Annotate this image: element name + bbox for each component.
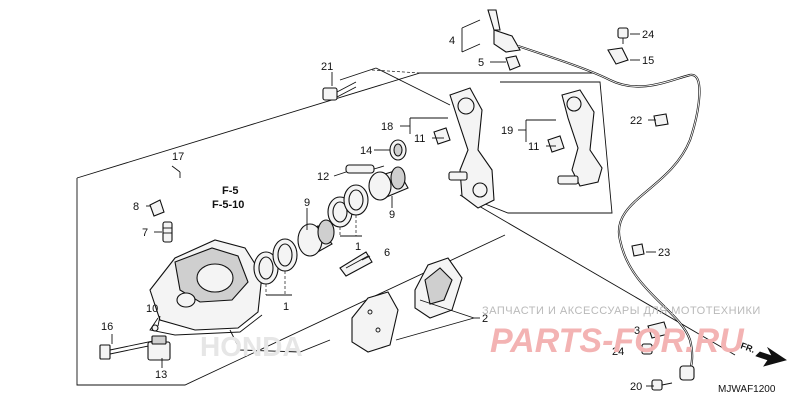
wheel-speed-sensor — [487, 9, 521, 71]
bolt-24-bottom — [641, 343, 653, 355]
callout-18: 18 — [381, 121, 393, 133]
bolt-20 — [651, 379, 673, 391]
callout-2: 2 — [482, 313, 488, 325]
caliper-bracket — [433, 87, 495, 209]
caliper-body: HONDA — [149, 239, 331, 362]
watermark-logo-text: PARTS-FOR.RU — [490, 322, 745, 360]
harness-clip-3 — [647, 321, 669, 339]
callout-23: 23 — [658, 247, 670, 259]
watermark-tagline: ЗАПЧАСТИ И АКСЕССУАРЫ ДЛЯ МОТОТЕХНИКИ — [482, 305, 761, 317]
bleeder-cap — [149, 199, 165, 217]
reference-f5-10: F-5-10 — [212, 199, 244, 211]
callout-12: 12 — [317, 171, 329, 183]
harness-clamp-22 — [653, 113, 669, 127]
watermark: ЗАПЧАСТИ И АКСЕССУАРЫ ДЛЯ МОТОТЕХНИКИ PA… — [482, 305, 761, 360]
callout-11-right: 11 — [528, 141, 539, 153]
callout-14: 14 — [360, 145, 372, 157]
sensor-connector — [679, 365, 695, 381]
callout-24-top: 24 — [642, 29, 654, 41]
bleeder-screw — [162, 221, 173, 243]
harness-clip-15 — [607, 47, 629, 65]
brake-pad-inner — [351, 291, 399, 353]
pad-spring — [339, 251, 373, 277]
guide-lines — [339, 67, 736, 356]
callout-8: 8 — [133, 201, 139, 213]
direction-label: FR. — [739, 340, 756, 354]
sensor-harness — [517, 44, 701, 376]
caliper-assembly-frame — [76, 72, 595, 386]
callout-15: 15 — [642, 55, 654, 67]
callout-6: 6 — [384, 247, 390, 259]
caliper-sleeve — [345, 164, 385, 174]
piston-seal-set-left — [253, 166, 409, 285]
bracket-assembly — [547, 89, 603, 187]
callout-3: 3 — [634, 325, 640, 337]
leader-lines — [111, 19, 656, 387]
callout-22: 22 — [630, 115, 642, 127]
callout-20: 20 — [630, 381, 642, 393]
callout-1-right: 1 — [355, 241, 361, 253]
caliper-mount-bolt — [322, 81, 357, 101]
bolt-24-top — [617, 27, 629, 44]
diagram-code: MJWAF1200 — [718, 384, 776, 395]
callout-24-bottom: 24 — [612, 346, 624, 358]
bracket-assembly-frame — [469, 81, 613, 214]
caliper-plug — [147, 335, 171, 361]
callout-21: 21 — [321, 61, 333, 73]
callout-17: 17 — [172, 151, 184, 163]
callout-13: 13 — [155, 369, 167, 381]
caliper-boot — [389, 139, 407, 161]
front-direction-arrow: FR. — [739, 340, 787, 367]
callout-16: 16 — [101, 321, 113, 333]
callout-9-left: 9 — [304, 197, 310, 209]
callout-19: 19 — [501, 125, 513, 137]
callout-7: 7 — [142, 227, 148, 239]
callout-1-left: 1 — [283, 301, 289, 313]
callout-11-left: 11 — [414, 133, 425, 145]
callout-9-right: 9 — [389, 209, 395, 221]
honda-logo-mark: HONDA — [200, 331, 303, 362]
reference-labels: F-5 F-5-10 — [212, 185, 244, 211]
callout-labels: 1 1 2 3 4 5 6 7 8 9 9 10 11 11 12 13 14 … — [101, 29, 670, 393]
callout-10: 10 — [146, 303, 158, 315]
brake-pad-outer — [414, 257, 463, 319]
callout-5: 5 — [478, 57, 484, 69]
pad-pin — [151, 324, 159, 332]
callout-4: 4 — [449, 35, 455, 47]
reference-f5: F-5 — [222, 185, 239, 197]
harness-grommet-23 — [631, 243, 645, 257]
